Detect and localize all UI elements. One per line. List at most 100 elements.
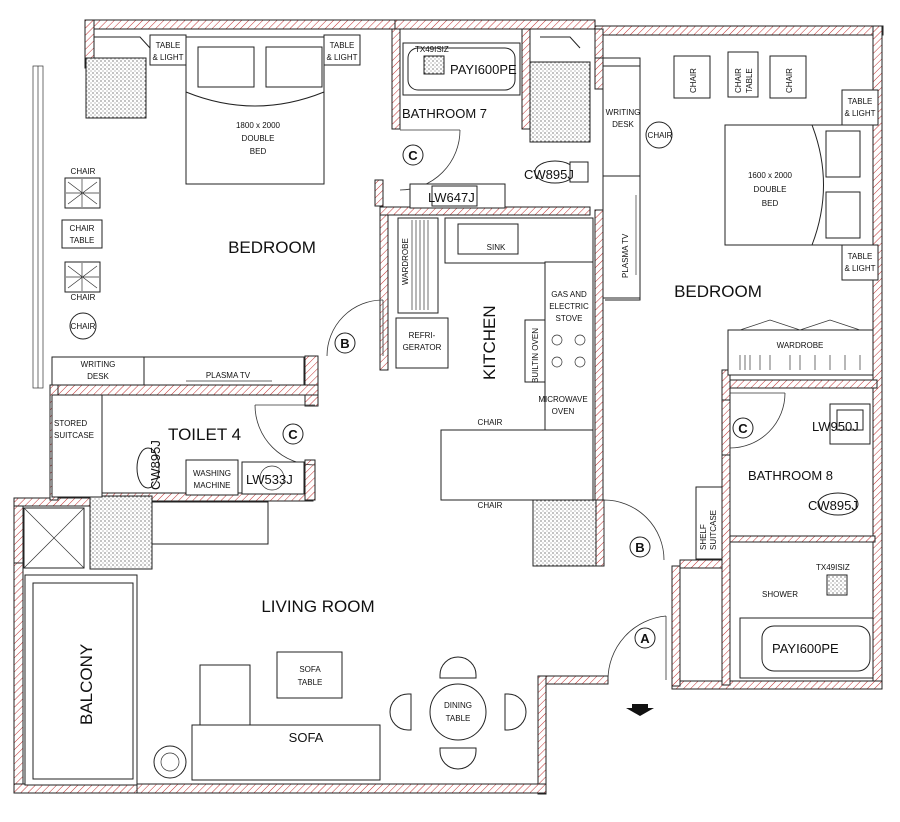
svg-text:TABLE: TABLE	[446, 714, 471, 723]
svg-text:CW895J: CW895J	[808, 498, 858, 513]
refrigerator: REFRI- GERATOR	[395, 317, 449, 369]
svg-text:CW895J: CW895J	[524, 167, 574, 182]
svg-text:& LIGHT: & LIGHT	[152, 53, 183, 62]
svg-text:PAYI600PE: PAYI600PE	[450, 62, 517, 77]
svg-text:WRITING: WRITING	[81, 360, 116, 369]
plasma-tv-left: PLASMA TV	[143, 356, 305, 386]
svg-text:1600 x 2000: 1600 x 2000	[748, 171, 793, 180]
balcony: BALCONY	[23, 507, 138, 786]
svg-text:STOVE: STOVE	[556, 314, 583, 323]
svg-text:DINING: DINING	[444, 701, 472, 710]
sofa: SOFA	[191, 664, 381, 781]
svg-text:WARDROBE: WARDROBE	[401, 238, 410, 285]
shelf-suitcase: SHELF SUITCASE	[695, 486, 723, 560]
writing-desk-left: WRITING DESK	[51, 356, 145, 386]
svg-text:SOFA: SOFA	[289, 730, 324, 745]
svg-text:DESK: DESK	[612, 120, 634, 129]
room-label-balcony: BALCONY	[77, 644, 96, 725]
svg-text:LW950J: LW950J	[812, 419, 859, 434]
room-label-bathroom-7: BATHROOM 7	[402, 106, 487, 121]
svg-text:TABLE: TABLE	[745, 68, 754, 93]
svg-text:ELECTRIC: ELECTRIC	[549, 302, 589, 311]
wardrobe-right: WARDROBE	[727, 319, 874, 376]
svg-text:TABLE: TABLE	[70, 236, 95, 245]
chair-left-2: CHAIR	[64, 261, 101, 302]
svg-text:C: C	[738, 421, 748, 436]
svg-text:SUITCASE: SUITCASE	[54, 431, 94, 440]
structural-columns	[85, 57, 597, 570]
svg-text:& LIGHT: & LIGHT	[326, 53, 357, 62]
living-room: LIVING ROOM SOFA TABLE SOFA DINING TABLE	[153, 499, 667, 781]
svg-text:A: A	[640, 631, 650, 646]
svg-text:STORED: STORED	[54, 419, 87, 428]
basin-bathroom-7: LW647J	[409, 183, 506, 209]
chair-table-right: CHAIR TABLE	[727, 51, 759, 98]
bathtub-bathroom-8: PAYI600PE	[739, 617, 874, 679]
wardrobe-kitchen-side: WARDROBE	[397, 217, 439, 314]
svg-text:MICROWAVE: MICROWAVE	[538, 395, 587, 404]
svg-text:DESK: DESK	[87, 372, 109, 381]
door-c-bathroom-8[interactable]: C	[729, 392, 786, 449]
nightstand-right-2: TABLE & LIGHT	[841, 244, 879, 281]
door-a-main-entrance[interactable]: A	[607, 615, 667, 716]
chair-table-left: CHAIR TABLE	[61, 219, 103, 249]
svg-text:BUILTIN OVEN: BUILTIN OVEN	[531, 328, 540, 383]
bed-right: 1600 x 2000 DOUBLE BED	[724, 124, 874, 246]
svg-text:CHAIR: CHAIR	[734, 68, 743, 93]
chair-round-left: CHAIR	[69, 312, 97, 340]
bathroom-7: TX49ISIZ PAYI600PE BATHROOM 7 C CW895J L…	[399, 42, 589, 209]
bathroom-8: C LW950J BATHROOM 8 CW895J SHELF SUITCAS…	[695, 392, 874, 679]
svg-text:CHAIR: CHAIR	[71, 167, 96, 176]
svg-text:B: B	[340, 336, 349, 351]
svg-text:WRITING: WRITING	[606, 108, 641, 117]
svg-text:CHAIR: CHAIR	[648, 131, 673, 140]
plasma-tv-right: PLASMA TV	[602, 175, 641, 299]
svg-text:CHAIR: CHAIR	[71, 322, 96, 331]
door-c-bathroom-7[interactable]: C	[399, 129, 461, 191]
room-label-bedroom-left: BEDROOM	[228, 238, 316, 257]
svg-text:CHAIR: CHAIR	[785, 68, 794, 93]
shower: TX49ISIZ SHOWER	[762, 563, 850, 599]
svg-text:MACHINE: MACHINE	[194, 481, 231, 490]
svg-text:REFRI-: REFRI-	[409, 331, 436, 340]
bedroom-right: WRITING DESK PLASMA TV CHAIR CHAIR CHAIR…	[595, 51, 879, 376]
toilet-fixture-4: CW895J	[136, 440, 163, 490]
bed-label: BED	[250, 147, 267, 156]
svg-text:LW533J: LW533J	[246, 472, 293, 487]
chair-left-1: CHAIR	[64, 167, 101, 209]
svg-text:PLASMA TV: PLASMA TV	[621, 233, 630, 278]
svg-text:TABLE: TABLE	[156, 41, 181, 50]
room-label-kitchen: KITCHEN	[480, 305, 499, 380]
room-label-bedroom-right: BEDROOM	[674, 282, 762, 301]
svg-text:& LIGHT: & LIGHT	[844, 109, 875, 118]
kitchen-island: CHAIR CHAIR	[440, 418, 594, 510]
room-label-toilet-4: TOILET 4	[168, 425, 241, 444]
svg-text:WASHING: WASHING	[193, 469, 231, 478]
dining-table: DINING TABLE	[389, 656, 527, 770]
svg-text:TX49ISIZ: TX49ISIZ	[415, 45, 449, 54]
sink: SINK	[444, 217, 594, 264]
room-label-living-room: LIVING ROOM	[261, 597, 374, 616]
bed-size: 1800 x 2000	[236, 121, 281, 130]
svg-text:BED: BED	[762, 199, 779, 208]
sofa-table: SOFA TABLE	[276, 651, 343, 699]
svg-text:SHELF: SHELF	[699, 524, 708, 550]
svg-text:SUITCASE: SUITCASE	[709, 510, 718, 550]
svg-text:WARDROBE: WARDROBE	[777, 341, 824, 350]
nightstand-left-2: TABLE & LIGHT	[323, 34, 361, 66]
svg-text:CHAIR: CHAIR	[71, 293, 96, 302]
svg-text:CHAIR: CHAIR	[70, 224, 95, 233]
svg-text:& LIGHT: & LIGHT	[844, 264, 875, 273]
bathtub-bathroom-7: TX49ISIZ PAYI600PE	[402, 42, 521, 96]
svg-text:GERATOR: GERATOR	[403, 343, 442, 352]
svg-text:PLASMA TV: PLASMA TV	[206, 371, 251, 380]
nightstand-right-1: TABLE & LIGHT	[841, 89, 879, 126]
basin-toilet-4: LW533J	[241, 461, 305, 495]
svg-text:LW647J: LW647J	[428, 190, 475, 205]
door-c-toilet-4[interactable]: C	[254, 404, 316, 466]
svg-text:SOFA: SOFA	[299, 665, 321, 674]
door-b-bedroom-left[interactable]: B	[326, 299, 384, 357]
washing-machine: WASHING MACHINE	[185, 459, 239, 496]
door-b-entry[interactable]: B	[603, 499, 665, 561]
svg-text:TABLE: TABLE	[330, 41, 355, 50]
